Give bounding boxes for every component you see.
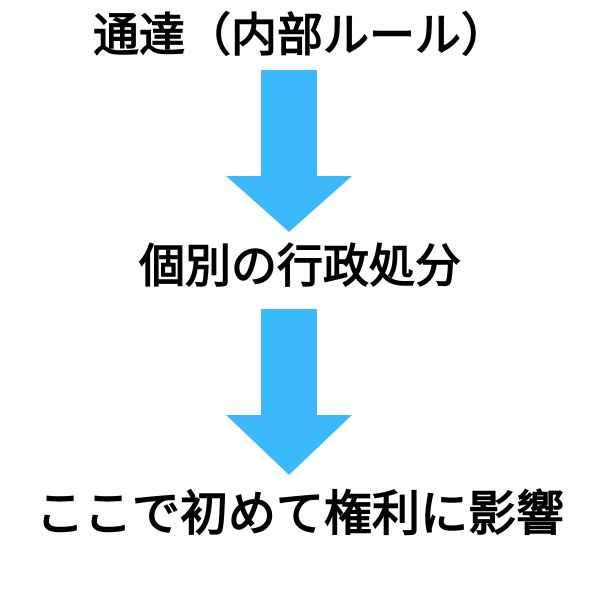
down-arrow-icon-1	[226, 70, 352, 232]
flow-step-label-3: ここで初めて権利に影響	[35, 486, 564, 542]
flow-step-label-1: 通達（内部ルール）	[93, 8, 507, 62]
down-arrow-icon-2	[226, 309, 352, 475]
flow-step-label-2: 個別の行政処分	[139, 239, 461, 293]
